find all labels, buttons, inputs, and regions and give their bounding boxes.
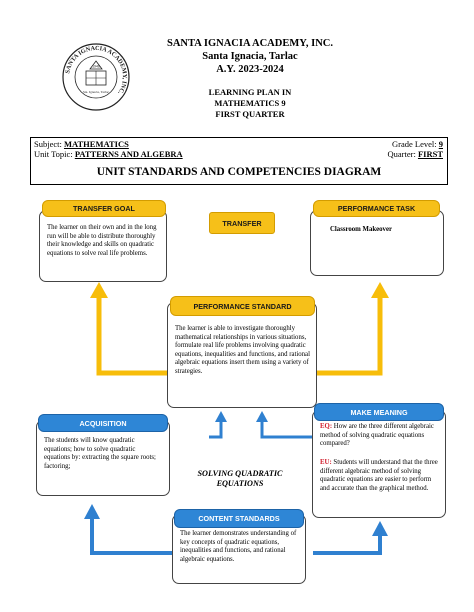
make-meaning-card: EQ: How are the three different algebrai… — [312, 410, 446, 518]
make-meaning-eq: EQ: How are the three different algebrai… — [320, 423, 439, 449]
blue-arrowhead-meaning-up — [256, 411, 268, 422]
acquisition-text: The students will know quadratic equatio… — [44, 437, 156, 470]
transfer-goal-tag: TRANSFER GOAL — [42, 200, 166, 217]
subject-value: MATHEMATICS — [63, 139, 129, 149]
svg-text:1946: 1946 — [92, 65, 100, 69]
center-topic-label: SOLVING QUADRATIC EQUATIONS — [180, 469, 300, 489]
quarter-value: FIRST — [417, 149, 443, 159]
svg-text:Sta. Ignacia, Tarlac: Sta. Ignacia, Tarlac — [83, 90, 110, 95]
performance-standard-tag: PERFORMANCE STANDARD — [170, 296, 315, 316]
center-topic-line1: SOLVING QUADRATIC — [197, 469, 283, 478]
blue-arrow-acquisition-up — [209, 420, 223, 439]
center-topic-line2: EQUATIONS — [216, 479, 264, 488]
eu-text: Students will understand that the three … — [320, 459, 438, 492]
unit-topic-value: PATTERNS AND ALGEBRA — [74, 149, 183, 159]
transfer-goal-text: The learner on their own and in the long… — [47, 224, 157, 257]
unit-topic-label: Unit Topic: — [34, 149, 73, 159]
grade-value: 9 — [438, 139, 443, 149]
acquisition-tag: ACQUISITION — [38, 414, 168, 432]
grade-label: Grade Level: — [392, 139, 437, 149]
quarter-title: FIRST QUARTER — [215, 109, 285, 119]
quarter-label: Quarter: — [387, 149, 416, 159]
subject-line: Subject: MATHEMATICS — [34, 139, 129, 149]
transfer-tag: TRANSFER — [209, 212, 275, 234]
diagram-title: UNIT STANDARDS AND COMPETENCIES DIAGRAM — [96, 166, 382, 178]
make-meaning-eu: EU: Students will understand that the th… — [320, 459, 439, 493]
performance-standard-text: The learner is able to investigate thoro… — [175, 325, 310, 375]
performance-task-card: Classroom Makeover — [310, 210, 444, 276]
performance-task-tag: PERFORMANCE TASK — [313, 200, 440, 217]
school-name: SANTA IGNACIA ACADEMY, INC. — [167, 38, 333, 49]
unit-topic-line: Unit Topic: PATTERNS AND ALGEBRA — [34, 149, 183, 159]
eq-label: EQ: — [320, 423, 333, 430]
yellow-arrow-right — [311, 296, 383, 376]
subject-title: MATHEMATICS 9 — [214, 98, 286, 108]
yellow-arrowhead-left — [90, 282, 108, 298]
eq-text: How are the three different algebraic me… — [320, 423, 434, 448]
blue-arrowhead-acquisition-up — [215, 411, 227, 422]
make-meaning-tag: MAKE MEANING — [314, 403, 444, 421]
quarter-line: Quarter: FIRST — [388, 149, 444, 159]
school-location: Santa Ignacia, Tarlac — [202, 51, 298, 62]
blue-arrow-bottom-left — [90, 517, 172, 555]
grade-line: Grade Level: 9 — [392, 139, 443, 149]
subject-label: Subject: — [34, 139, 62, 149]
blue-arrowhead-bottom-right — [372, 521, 388, 536]
yellow-arrow-left — [96, 296, 172, 376]
performance-standard-card: The learner is able to investigate thoro… — [167, 302, 317, 408]
blue-arrow-bottom-right — [313, 534, 382, 555]
acquisition-card: The students will know quadratic equatio… — [36, 420, 170, 496]
blue-arrowhead-bottom-left — [84, 504, 100, 519]
blue-arrow-meaning-up — [260, 420, 313, 439]
plan-title: LEARNING PLAN IN — [208, 87, 292, 97]
school-year: A.Y. 2023-2024 — [216, 64, 284, 75]
school-seal: SANTA IGNACIA ACADEMY, INC. 1946 Sta. Ig… — [62, 43, 130, 111]
content-standards-tag: CONTENT STANDARDS — [174, 509, 304, 528]
transfer-goal-card: The learner on their own and in the long… — [39, 210, 167, 282]
unit-info-box: Subject: MATHEMATICS Unit Topic: PATTERN… — [30, 137, 448, 185]
yellow-arrowhead-right — [371, 282, 389, 298]
performance-task-text: Classroom Makeover — [330, 226, 392, 233]
eu-label: EU: — [320, 459, 332, 466]
content-standards-text: The learner demonstrates understanding o… — [180, 530, 297, 563]
